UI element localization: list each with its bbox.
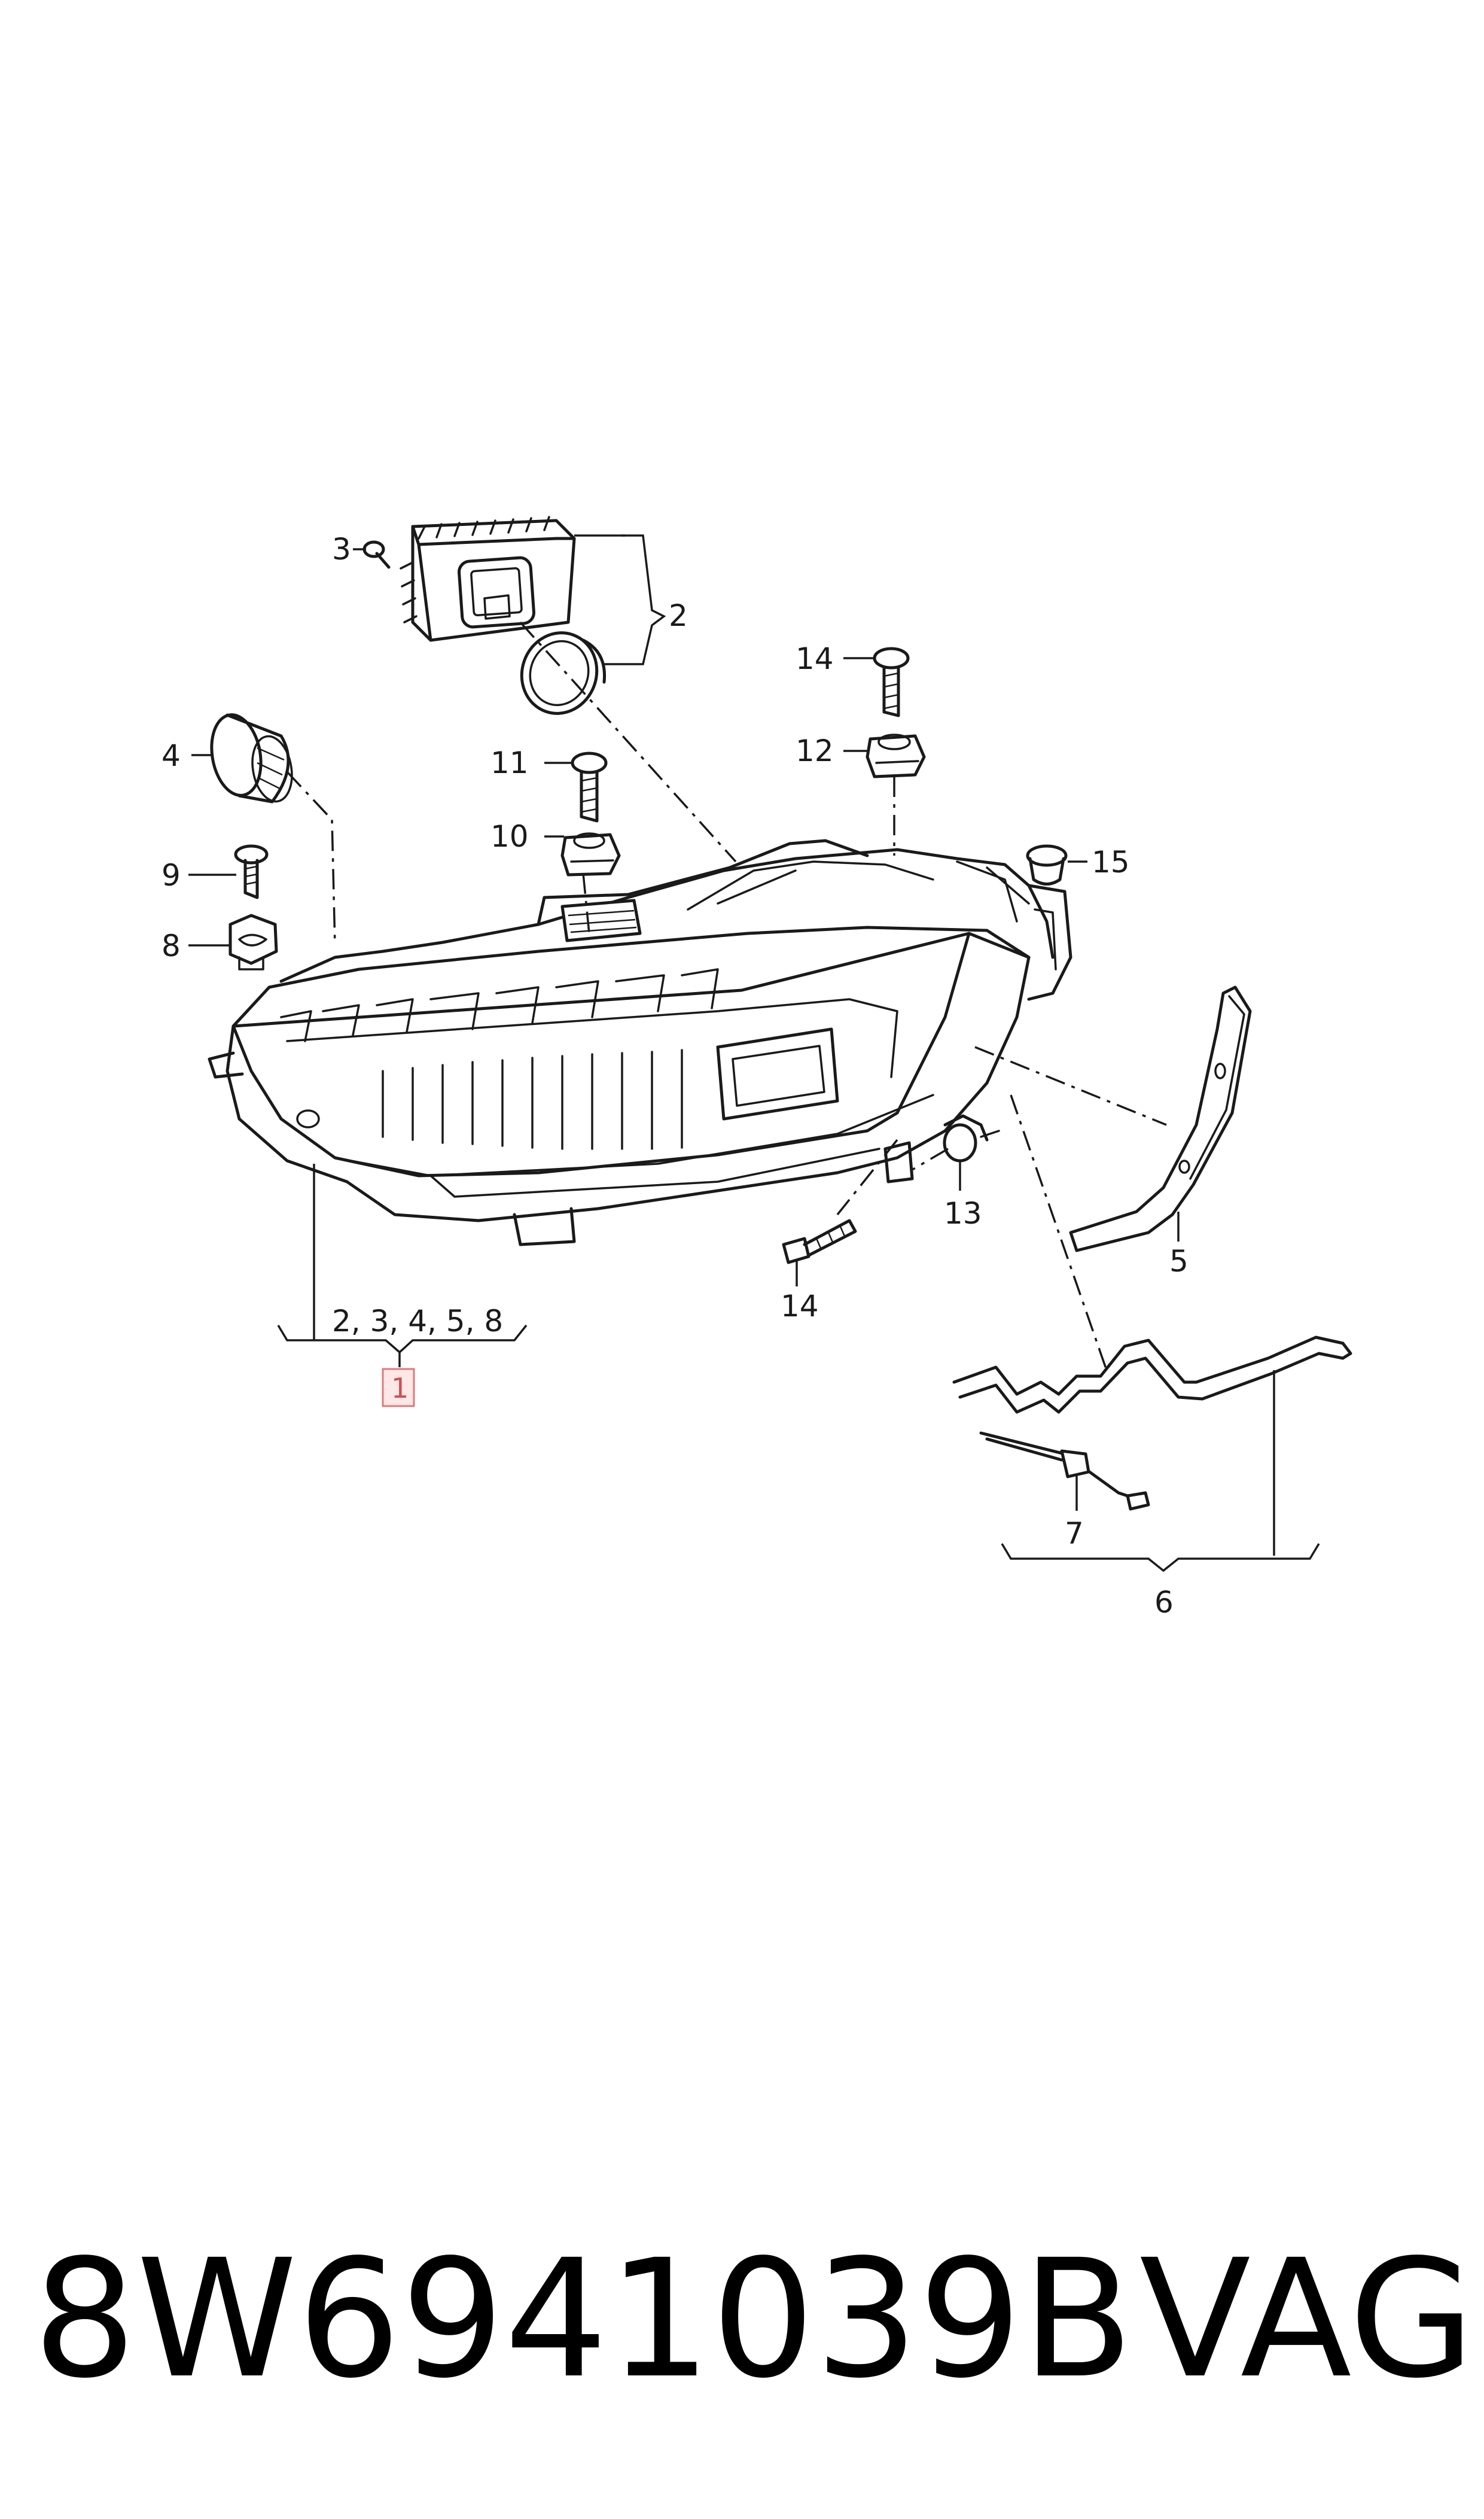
callout-10: 10 <box>490 819 529 854</box>
brand-label: VAG <box>1139 2225 1475 2414</box>
screw-14-bottom-drawing <box>782 1219 857 1264</box>
callout-14-bottom: 14 <box>781 1289 819 1324</box>
callout-12: 12 <box>796 734 834 768</box>
socket-10-drawing <box>560 832 621 877</box>
callout-2: 2 <box>669 598 688 633</box>
headlight-housing-drawing <box>208 839 1072 1246</box>
screw-3-drawing <box>362 540 391 569</box>
callout-1[interactable]: 1 <box>391 1372 409 1404</box>
callout-11: 11 <box>490 746 529 780</box>
leader-lines <box>188 534 1320 1572</box>
control-unit-drawing <box>400 516 576 642</box>
callout-8: 8 <box>161 929 181 963</box>
seal-ring-drawing <box>520 631 607 715</box>
part-number: 8W6941039B <box>33 2225 1133 2414</box>
wiring-harness-6-drawing <box>952 1335 1352 1414</box>
seal-strip-5-drawing <box>1069 985 1252 1252</box>
callout-6: 6 <box>1154 1585 1174 1620</box>
screw-14-top-drawing <box>873 647 910 717</box>
screw-11-drawing <box>571 752 608 823</box>
callout-group-main: 2, 3, 4, 5, 8 <box>332 1304 503 1338</box>
cable-tie-7-drawing <box>979 1431 1150 1511</box>
main-part-highlight <box>382 1368 415 1407</box>
clip-13-drawing <box>943 1114 1000 1163</box>
callout-13: 13 <box>944 1196 982 1231</box>
callout-labels: 3 2 14 12 4 11 10 15 9 8 13 5 14 2, 3, 4… <box>161 532 1189 1620</box>
screw-9-drawing <box>234 844 269 899</box>
callout-5: 5 <box>1169 1244 1189 1279</box>
callout-3: 3 <box>332 532 351 567</box>
callout-14-top: 14 <box>796 641 834 676</box>
plug-15-drawing <box>1026 844 1068 886</box>
reference-lines <box>286 621 1167 1371</box>
callout-9: 9 <box>161 858 181 893</box>
callout-15: 15 <box>1092 845 1130 880</box>
bracket-12-drawing <box>866 734 926 778</box>
callout-4: 4 <box>161 738 181 773</box>
callout-7: 7 <box>1065 1516 1084 1551</box>
nut-8-drawing <box>228 914 278 971</box>
cover-cap-drawing <box>210 713 293 804</box>
